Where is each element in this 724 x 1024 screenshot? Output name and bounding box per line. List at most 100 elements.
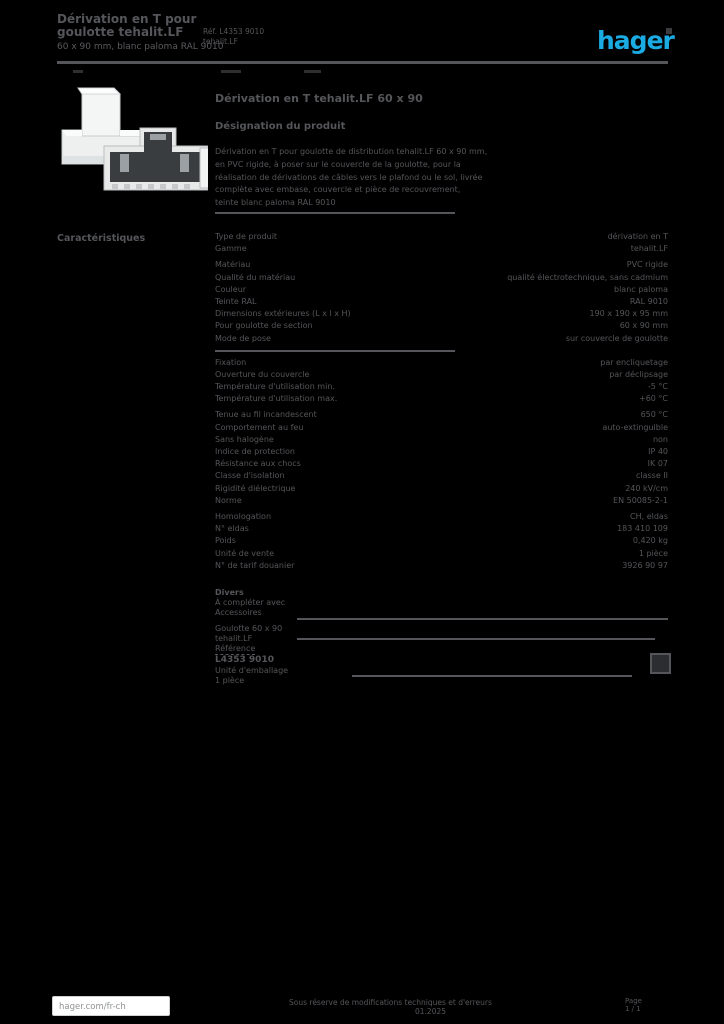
spec-value: dérivation en T — [607, 232, 668, 241]
spec-label: Fixation — [215, 357, 247, 367]
spec-row: Fixation par encliquetage — [215, 357, 668, 369]
spec-label: Comportement au feu — [215, 422, 304, 432]
header-small-mark — [221, 70, 241, 73]
description-line: teinte blanc paloma RAL 9010 — [215, 198, 336, 208]
spec-value: sur couvercle de goulotte — [565, 333, 668, 343]
spec-value: 60 x 90 mm — [619, 321, 668, 331]
spec-label: Gamme — [215, 244, 247, 254]
footer-page-line2: 1 / 1 — [625, 1005, 641, 1013]
spec-label: Matériau — [215, 260, 251, 270]
website-link[interactable]: hager.com/fr-ch — [52, 996, 170, 1016]
accessories-line1: À compléter avec — [215, 598, 286, 607]
accessory-thumbnail-icon — [650, 653, 671, 674]
spec-row: Température d'utilisation min. -5 °C — [215, 381, 668, 393]
description-line: en PVC rigide, à poser sur le couvercle … — [215, 159, 461, 169]
footer-revision: 01.2025 — [415, 1007, 447, 1016]
spec-value: auto-extinguible — [602, 422, 668, 432]
spec-label: Teinte RAL — [215, 296, 257, 306]
spec-row: Dimensions extérieures (L x l x H)190 x … — [215, 308, 668, 320]
leader-line — [297, 638, 655, 640]
spec-value: 1 pièce — [638, 548, 668, 558]
header-title-line2: goulotte tehalit.LF — [57, 25, 184, 39]
logo-registered-mark-icon — [666, 28, 672, 34]
header-small-mark — [304, 70, 321, 73]
spec-value: 3926 90 97 — [622, 560, 668, 570]
header-subtitle: 60 x 90 mm, blanc paloma RAL 9010 — [57, 42, 224, 52]
spec-value: CH, eldas — [630, 511, 668, 521]
packaging-value: 1 pièce — [215, 676, 245, 685]
spec-label: Tenue au fil incandescent — [215, 410, 317, 420]
spec-value: 240 kV/cm — [625, 483, 668, 493]
product-photo — [61, 87, 208, 191]
spec-label: N° eldas — [215, 524, 249, 534]
header-divider — [57, 61, 668, 64]
spec-label: Mode de pose — [215, 333, 271, 343]
spec-value: IK 07 — [647, 459, 668, 469]
accessory-item-note: tehalit.LF — [215, 634, 253, 643]
spec-label: Indice de protection — [215, 447, 296, 456]
spec-value: tehalit.LF — [630, 244, 668, 254]
spec-value: par déclipsage — [609, 369, 668, 379]
leader-line — [352, 675, 632, 677]
spec-value: RAL 9010 — [629, 296, 668, 306]
spec-value: classe II — [635, 471, 668, 481]
spec-value: non — [652, 434, 668, 444]
spec-label: Classe d'isolation — [215, 471, 285, 481]
spec-label: Qualité du matériau — [215, 272, 296, 282]
hager-logo-text: hager — [597, 26, 675, 55]
spec-label: Poids — [215, 536, 236, 546]
spec-label: N° de tarif douanier — [215, 560, 295, 570]
designation-section-heading: Désignation du produit — [215, 121, 346, 132]
accessories-heading: Divers — [215, 588, 244, 597]
leader-line — [297, 618, 668, 620]
footer-page-line1: Page — [625, 997, 642, 1005]
description-line: réalisation de dérivations de câbles ver… — [215, 172, 483, 182]
spec-row: Teinte RAL RAL 9010 — [215, 296, 668, 308]
spec-label: Homologation — [215, 511, 272, 521]
characteristics-side-label: Caractéristiques — [57, 233, 146, 244]
open-t-piece — [103, 127, 208, 191]
header-reference: Réf. L4353 9010 tehalit.LF — [203, 27, 264, 47]
spec-row: Gamme tehalit.LF — [215, 243, 668, 255]
spec-value: 650 °C — [640, 410, 668, 420]
spec-row: Tenue au fil incandescent 650 °C — [215, 409, 668, 421]
spec-label: Résistance aux chocs — [215, 459, 301, 469]
spec-value: par encliquetage — [600, 357, 668, 367]
reference-label: Référence — [215, 644, 256, 655]
description-line: Dérivation en T pour goulotte de distrib… — [215, 147, 488, 156]
spec-row: Température d'utilisation max. +60 °C — [215, 393, 668, 405]
spec-value: blanc paloma — [613, 284, 668, 294]
spec-row: Comportement au feu auto-extinguible — [215, 422, 668, 434]
accessories-line2: Accessoires — [215, 608, 262, 617]
spec-value: +60 °C — [638, 394, 668, 404]
spec-value: PVC rigide — [626, 260, 668, 270]
spec-label: Unité de vente — [215, 548, 275, 558]
description-line: complète avec embase, couvercle et pièce… — [215, 185, 461, 195]
spec-row: Matériau PVC rigide — [215, 259, 668, 271]
spec-value: EN 50085-2-1 — [613, 495, 668, 505]
header-small-mark — [73, 70, 83, 73]
spec-label: Dimensions extérieures (L x l x H) — [215, 309, 351, 319]
spec-label: Température d'utilisation min. — [215, 382, 335, 392]
hager-logo: hager — [597, 26, 675, 55]
header-ref-line1: Réf. L4353 9010 — [203, 27, 265, 36]
footer-page-indicator: Page 1 / 1 — [625, 997, 642, 1013]
packaging-label: Unité d'emballage — [215, 666, 289, 675]
spec-label: Température d'utilisation max. — [215, 394, 338, 404]
spec-value: -5 °C — [647, 382, 668, 392]
spec-value: 183 410 109 — [617, 524, 668, 534]
spec-divider — [215, 349, 455, 352]
footer-notice: Sous réserve de modifications techniques… — [289, 998, 492, 1007]
reference-value: L4353 9010 — [215, 655, 274, 665]
product-title: Dérivation en T tehalit.LF 60 x 90 — [215, 92, 423, 105]
spec-row: N° de tarif douanier 3926 90 97 — [215, 560, 668, 572]
product-description: Dérivation en T pour goulotte de distrib… — [215, 146, 668, 210]
